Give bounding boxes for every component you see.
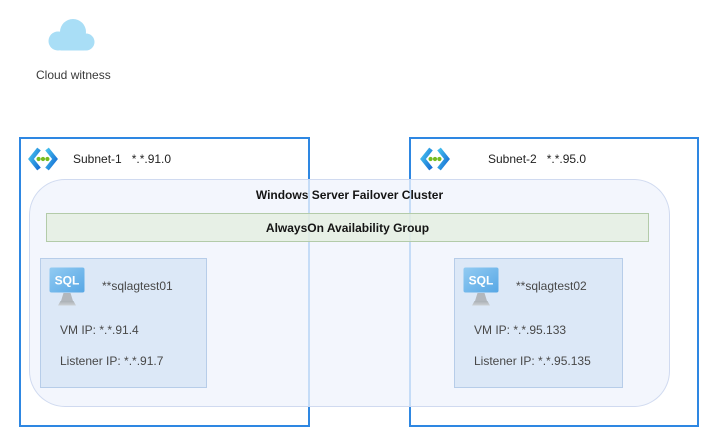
cloud-witness: Cloud witness [36, 12, 146, 87]
availability-group-bar: AlwaysOn Availability Group [46, 213, 649, 242]
subnet-name: Subnet-1 [73, 152, 122, 166]
sql-server-icon: SQL [463, 267, 499, 306]
subnet-cidr: *.*.95.0 [546, 152, 587, 166]
failover-cluster-title: Windows Server Failover Cluster [255, 188, 444, 202]
cloud-witness-label: Cloud witness [36, 68, 111, 82]
sql-icon-label: SQL [55, 274, 80, 288]
sql-vm-2-box: SQL **sqlagtest02 VM IP: *.*.95.133 List… [454, 258, 623, 388]
subnet-icon [420, 147, 450, 171]
subnet-name: Subnet-2 [488, 152, 537, 166]
cloud-icon [48, 19, 95, 51]
subnet-2-header: Subnet-2 *.*.95.0 [420, 145, 586, 173]
vm-name: **sqlagtest02 [516, 279, 587, 293]
vm-listener-ip: Listener IP: *.*.91.7 [60, 354, 164, 368]
sql-vm-1-box: SQL **sqlagtest01 VM IP: *.*.91.4 Listen… [40, 258, 207, 388]
vm-ip: VM IP: *.*.91.4 [60, 323, 139, 337]
sql-icon-label: SQL [469, 274, 494, 288]
subnet-cidr: *.*.91.0 [131, 152, 172, 166]
vm-listener-ip: Listener IP: *.*.95.135 [474, 354, 591, 368]
subnet-icon [28, 147, 58, 171]
vm-name: **sqlagtest01 [102, 279, 173, 293]
subnet-1-header: Subnet-1 *.*.91.0 [28, 145, 171, 173]
vm-ip: VM IP: *.*.95.133 [474, 323, 567, 337]
availability-group-label: AlwaysOn Availability Group [265, 220, 430, 235]
sql-server-icon: SQL [49, 267, 85, 306]
